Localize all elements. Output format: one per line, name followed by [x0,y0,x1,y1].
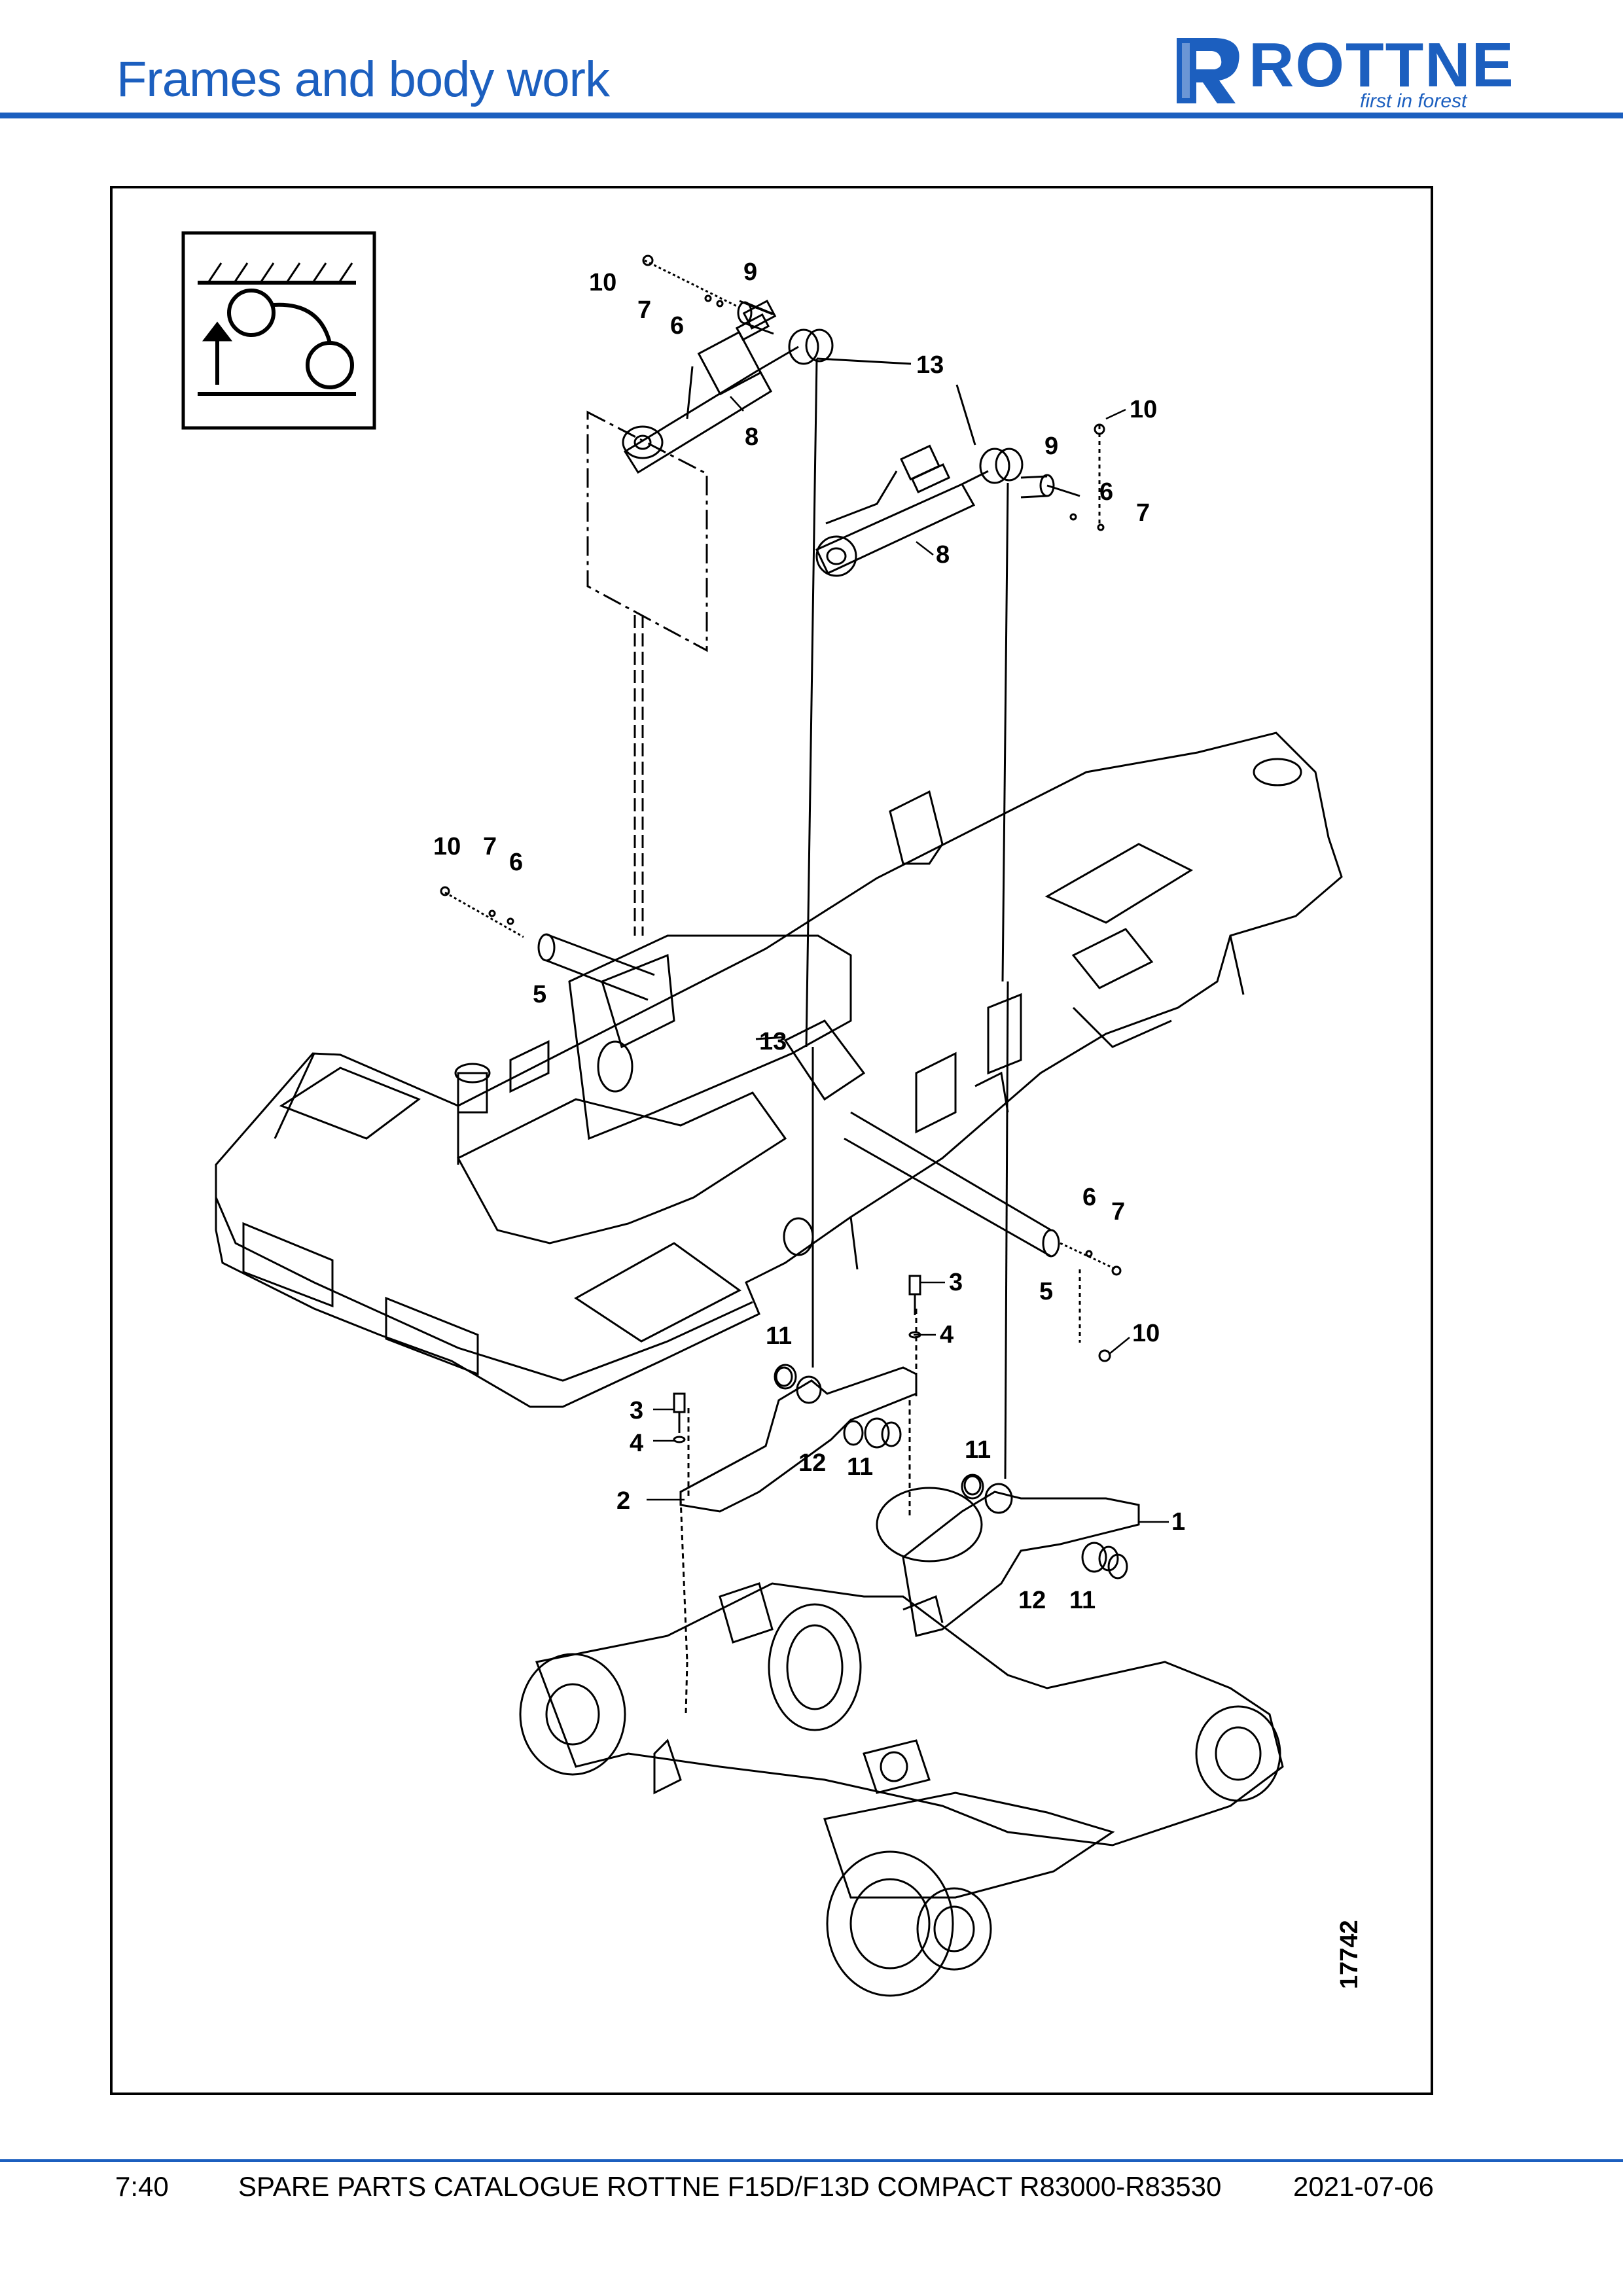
callout-8: 8 [936,541,950,569]
header-rule [0,113,1623,118]
callout-5: 5 [533,981,546,1008]
rottne-mark-icon [1177,38,1240,103]
callout-11: 11 [847,1453,873,1481]
callout-3: 3 [630,1397,643,1424]
callout-12: 12 [1018,1587,1046,1614]
page-number: 7:40 [115,2171,169,2202]
bolt-3 [673,1275,921,1443]
callout-5: 5 [1039,1278,1053,1305]
pin-frame-right [844,1111,1122,1362]
brand-name: ROTTNE [1249,30,1515,100]
brand-tagline: first in forest [1360,90,1467,112]
callout-7: 7 [1136,499,1150,527]
pin-frame-left [440,886,655,1001]
drawing-frame [110,186,1433,2095]
pin-upper-right [1020,423,1105,531]
callout-6: 6 [509,849,523,876]
footer-rule [0,2159,1623,2162]
catalogue-title: SPARE PARTS CATALOGUE ROTTNE F15D/F13D C… [238,2171,1222,2202]
callout-6: 6 [670,312,684,340]
callout-13: 13 [916,351,944,379]
callout-8: 8 [745,423,758,451]
figure-number: 17742 [1336,1920,1363,1989]
hydraulic-cylinder-lower [815,444,1024,577]
washer-11 [774,1364,797,1390]
callout-1: 1 [1171,1508,1185,1536]
callout-12: 12 [798,1449,826,1477]
callout-6: 6 [1082,1184,1096,1211]
brand-logo: ROTTNE first in forest [1170,31,1514,112]
bogie-bracket-1 [902,1475,1140,1637]
callout-9: 9 [1044,433,1058,460]
callout-10: 10 [1132,1320,1160,1347]
pin-upper-left [642,255,774,335]
callout-7: 7 [1111,1198,1125,1226]
callout-6: 6 [1099,478,1113,506]
callout-13: 13 [759,1028,787,1055]
callout-3: 3 [949,1269,963,1296]
callout-9: 9 [743,258,757,286]
catalogue-date: 2021-07-06 [1293,2171,1434,2202]
callout-10: 10 [589,269,616,296]
lift-symbol-icon [181,231,376,430]
callout-2: 2 [616,1487,630,1515]
callout-10: 10 [433,833,461,860]
callout-11: 11 [965,1436,991,1464]
main-frame [215,732,1343,1408]
callout-4: 4 [630,1430,643,1457]
callout-7: 7 [637,296,651,324]
callout-11: 11 [766,1322,792,1350]
callout-7: 7 [483,833,497,860]
callout-10: 10 [1130,396,1157,423]
page-title: Frames and body work [116,52,610,107]
bogie-axle-assembly [519,1487,1284,1997]
callout-4: 4 [940,1321,954,1349]
callout-11: 11 [1069,1587,1096,1614]
bogie-bracket-2 [679,1309,918,1663]
